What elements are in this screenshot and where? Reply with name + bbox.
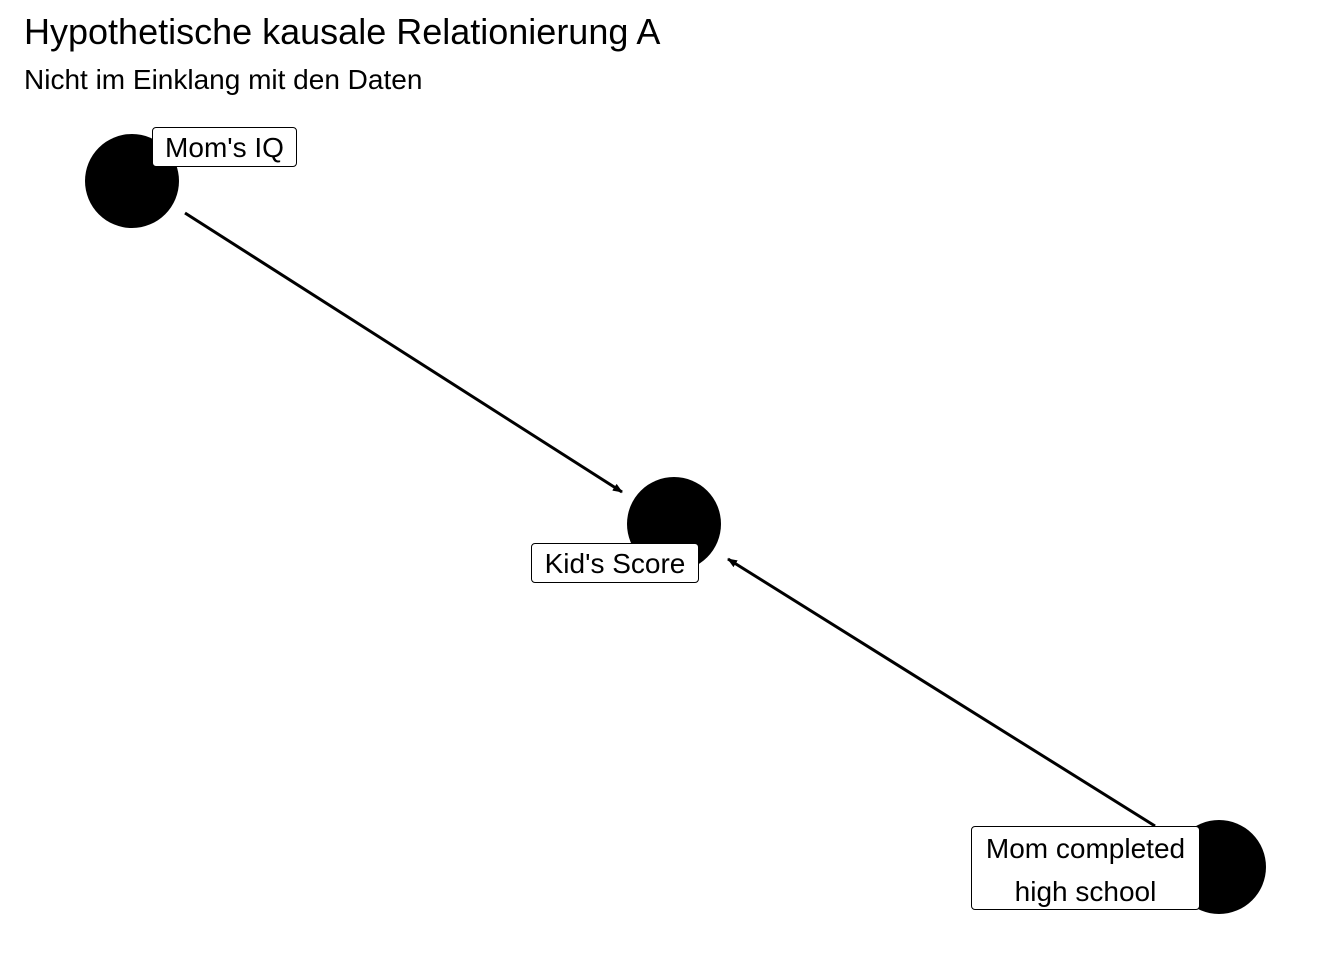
node-label-kid-score: Kid's Score — [531, 543, 699, 583]
figure-subtitle: Nicht im Einklang mit den Daten — [24, 64, 423, 95]
figure-title: Hypothetische kausale Relationierung A — [24, 11, 661, 52]
edge-momhs-to-kidscore — [727, 557, 1156, 828]
node-label-mom-high-school-line1: Mom completed — [985, 833, 1186, 864]
node-label-mom-high-school-line2: high school — [1014, 876, 1157, 907]
edge-momiq-to-kidscore — [184, 211, 623, 494]
node-label-mom-iq: Mom's IQ — [152, 127, 297, 167]
node-label-mom-high-school: Mom completed high school — [971, 826, 1200, 910]
